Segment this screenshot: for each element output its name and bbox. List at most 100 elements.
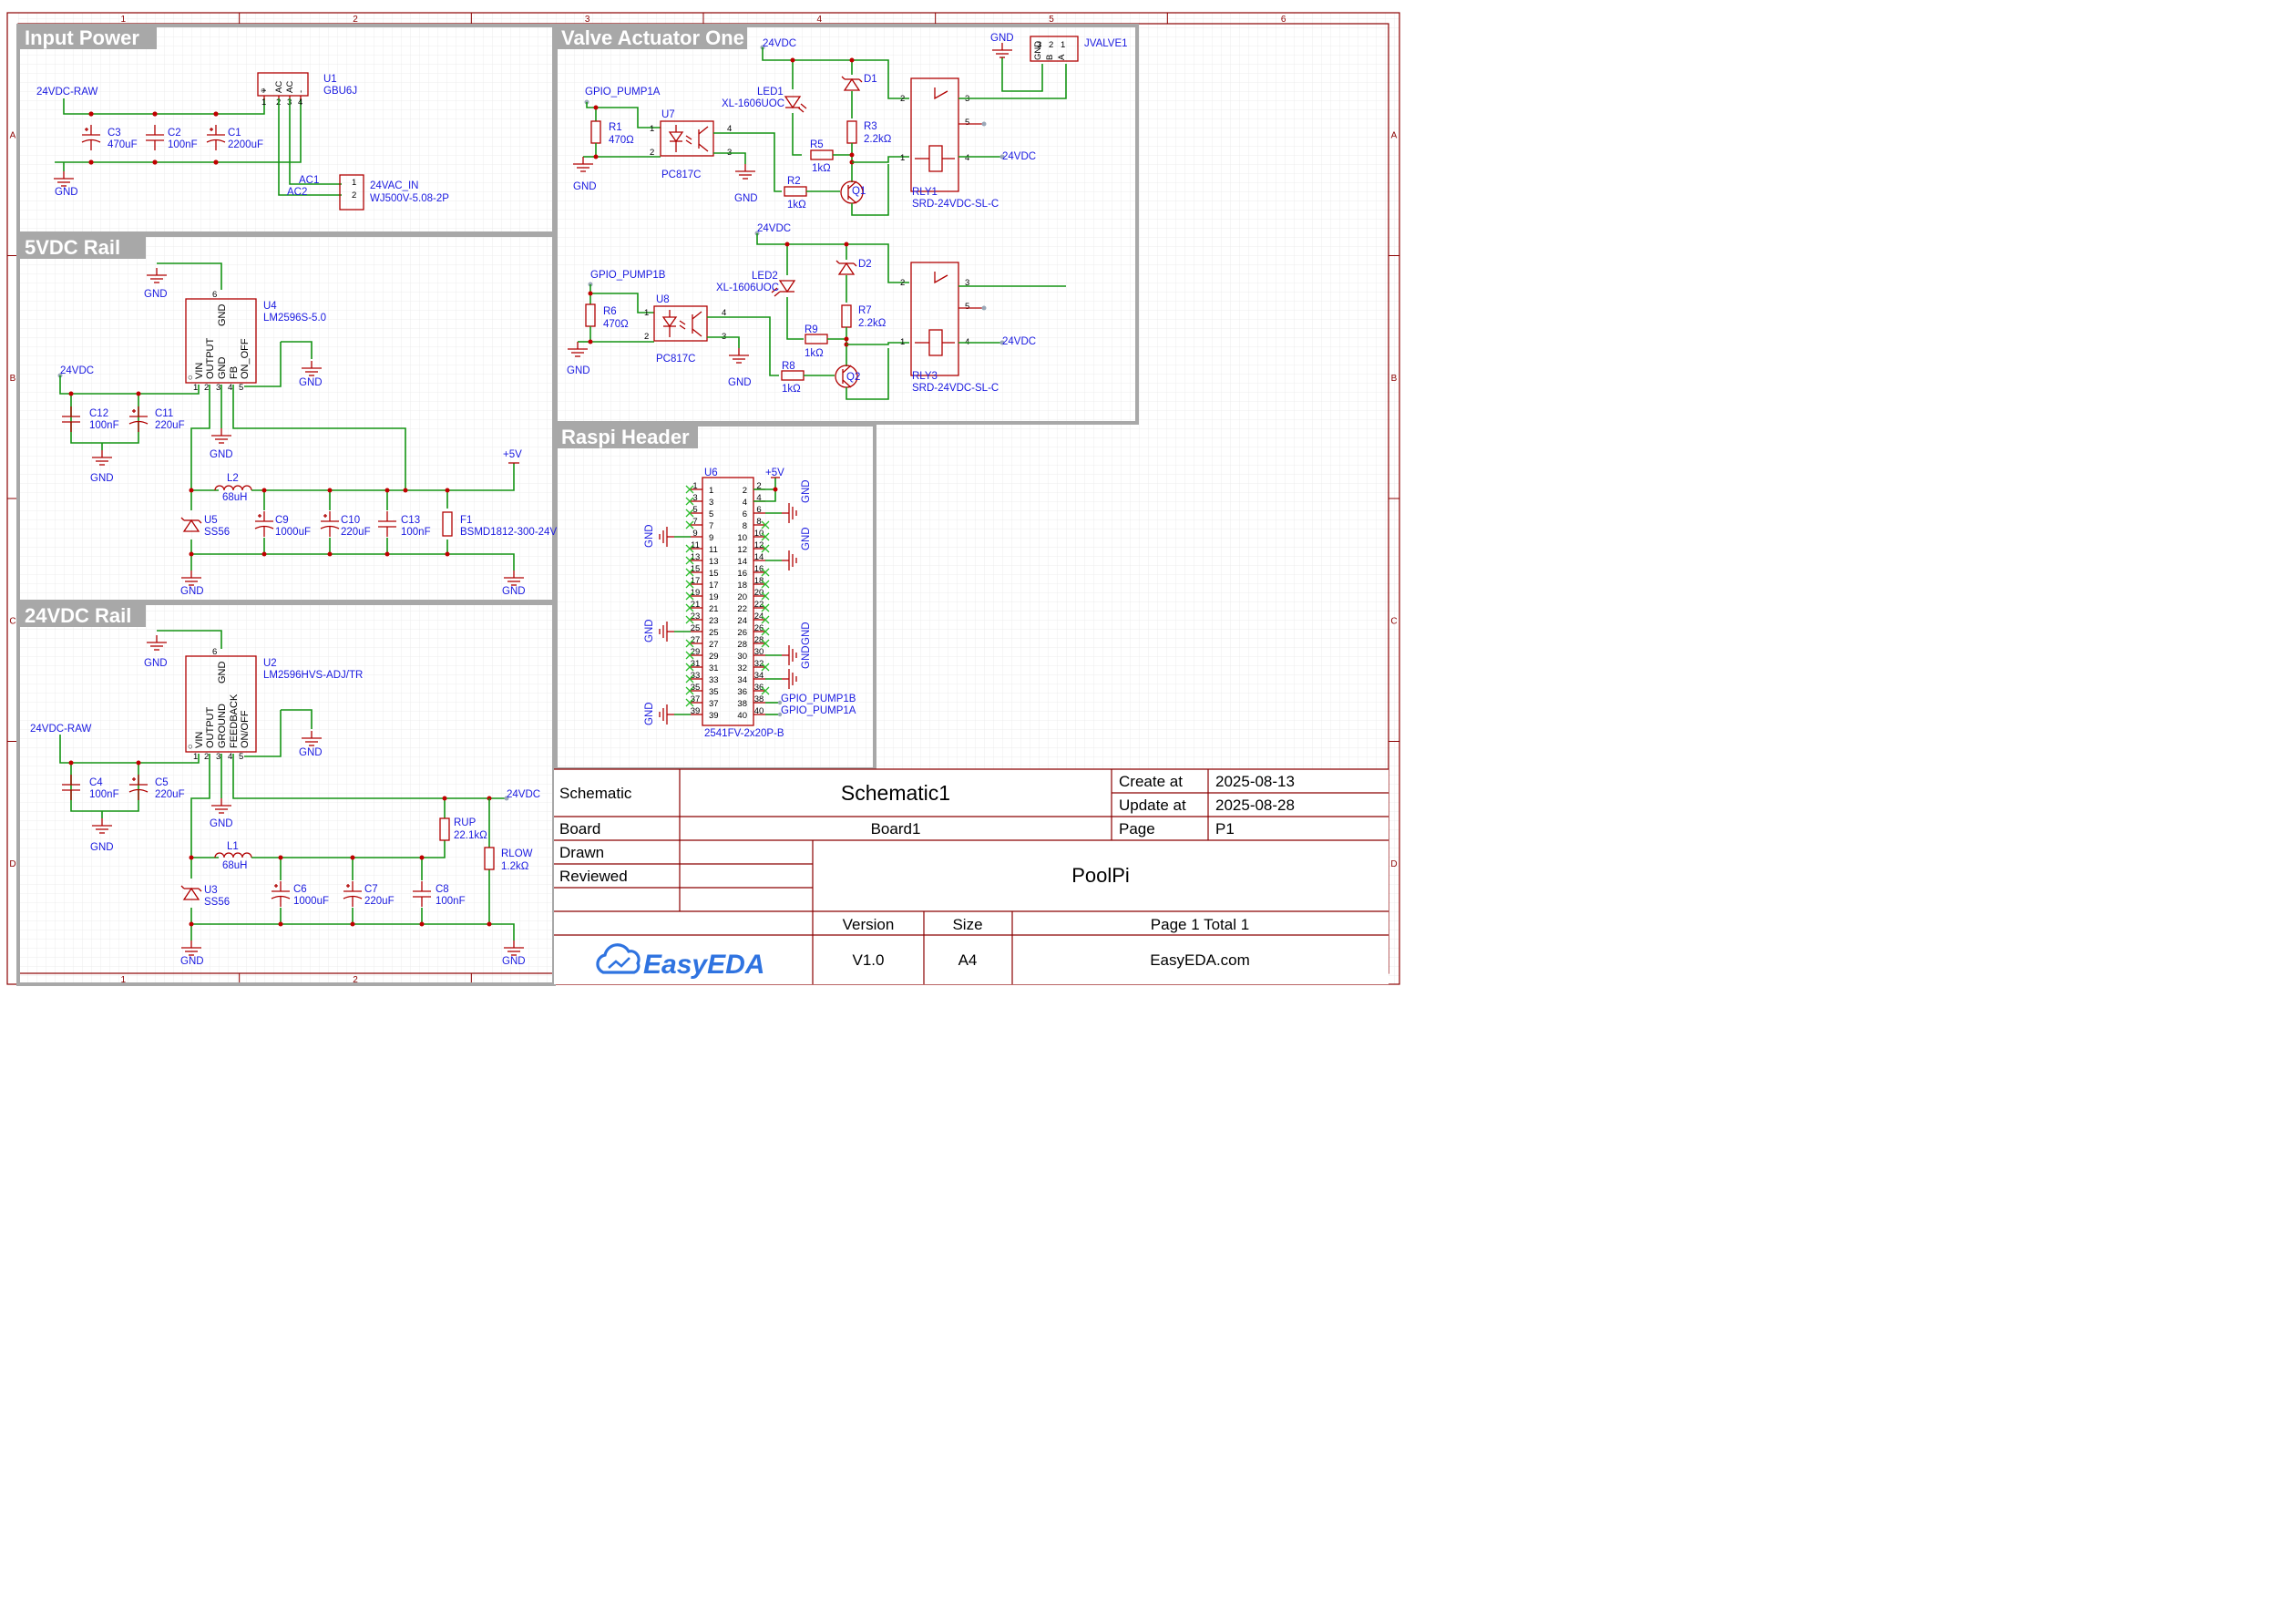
svg-text:220uF: 220uF xyxy=(341,527,371,538)
header-pin-label: 38 xyxy=(737,699,747,709)
svg-text:C5: C5 xyxy=(155,777,169,788)
schematic-label: Schematic xyxy=(559,785,632,802)
svg-text:GPIO_PUMP1B: GPIO_PUMP1B xyxy=(590,270,666,281)
header-pin-label: 16 xyxy=(737,569,747,579)
header-pin-number: 25 xyxy=(691,623,701,633)
svg-text:100nF: 100nF xyxy=(89,789,119,800)
frame-row-label: A xyxy=(10,130,16,140)
svg-text:2025-08-28: 2025-08-28 xyxy=(1215,797,1295,814)
no-connect-mark xyxy=(761,520,770,529)
frame-column-label: 2 xyxy=(353,975,358,985)
section-title-raspi-header: Raspi Header xyxy=(561,426,690,448)
jvalve-pin-name: B xyxy=(1045,55,1055,60)
no-connect-mark xyxy=(685,615,694,624)
header-pin-label: 6 xyxy=(743,509,747,519)
header-pin-label: 30 xyxy=(737,652,747,662)
frame-row-label: D xyxy=(1390,859,1397,869)
header-pin-number: 13 xyxy=(691,552,701,562)
c1-value: 2200uF xyxy=(228,139,263,150)
regulator-pin-name: FB xyxy=(229,366,240,379)
header-pin-number: 1 xyxy=(692,481,697,491)
svg-text:U7: U7 xyxy=(661,109,675,120)
svg-text:JVALVE1: JVALVE1 xyxy=(1084,38,1128,49)
header-pin-label: 19 xyxy=(709,592,719,602)
regulator-pin-number: 2 xyxy=(204,752,209,762)
svg-text:3: 3 xyxy=(965,278,969,288)
no-connect-mark xyxy=(685,663,694,672)
header-pin-label: 7 xyxy=(709,521,713,531)
svg-text:U5: U5 xyxy=(204,515,218,526)
header-pin-label: 27 xyxy=(709,640,719,650)
svg-text:R7: R7 xyxy=(858,305,872,316)
header-pin-label: 2 xyxy=(743,486,747,496)
no-connect-mark xyxy=(761,686,770,695)
header-pin-number: 16 xyxy=(754,564,764,574)
jvalve-pin-number: 2 xyxy=(1049,40,1053,50)
svg-text:A4: A4 xyxy=(958,951,978,969)
header-pin-number: 14 xyxy=(754,552,764,562)
no-connect-mark xyxy=(761,615,770,624)
svg-text:XL-1606UOC: XL-1606UOC xyxy=(722,98,784,109)
u1-pin-number: 4 xyxy=(298,98,302,108)
svg-text:Page: Page xyxy=(1119,820,1155,838)
header-pin-label: 5 xyxy=(709,509,713,519)
svg-text:GND: GND xyxy=(734,193,758,204)
regulator-pin-name: GROUND xyxy=(217,704,228,748)
header-pin-label: 21 xyxy=(709,604,719,614)
header-pin-number: 26 xyxy=(754,623,764,633)
svg-text:100nF: 100nF xyxy=(401,527,431,538)
no-connect-mark xyxy=(685,509,694,518)
svg-text:U2: U2 xyxy=(263,658,277,669)
svg-text:Update at: Update at xyxy=(1119,797,1186,814)
frame-column-label: 6 xyxy=(1281,15,1286,25)
header-pin-number: 11 xyxy=(691,540,700,550)
svg-text:GND: GND xyxy=(210,818,233,829)
regulator-pin-name: ON_OFF xyxy=(240,338,251,379)
header-pin-number: 5 xyxy=(692,505,697,515)
header-pin-number: 31 xyxy=(691,659,701,669)
header-pin-number: 18 xyxy=(754,576,764,586)
header-pin-number: 36 xyxy=(754,683,764,693)
svg-text:C8: C8 xyxy=(436,884,449,895)
regulator-pin-name: OUTPUT xyxy=(205,707,216,749)
svg-text:R8: R8 xyxy=(782,361,795,372)
svg-text:100nF: 100nF xyxy=(89,420,119,431)
section-title-24vdc-rail: 24VDC Rail xyxy=(25,604,131,627)
svg-text:24VDC: 24VDC xyxy=(1002,151,1036,162)
svg-text:U8: U8 xyxy=(656,294,670,305)
schematic-name: Schematic1 xyxy=(841,781,950,805)
svg-text:AC2: AC2 xyxy=(287,187,307,198)
svg-text:C12: C12 xyxy=(89,408,108,419)
svg-text:L2: L2 xyxy=(227,473,239,484)
svg-text:D2: D2 xyxy=(858,259,872,270)
svg-text:Create at: Create at xyxy=(1119,773,1183,790)
header-pin-label: 36 xyxy=(737,687,747,697)
regulator-pin-number: 1 xyxy=(193,383,198,393)
header-pin-label: 14 xyxy=(737,557,747,567)
svg-text:GND: GND xyxy=(990,33,1014,44)
u1-pin-name: + xyxy=(260,87,270,93)
svg-text:C10: C10 xyxy=(341,515,360,526)
svg-text:4: 4 xyxy=(727,124,732,134)
svg-text:GND: GND xyxy=(299,377,323,388)
jvalve-pin-number: 3 xyxy=(1037,40,1041,50)
header-pin-number: 30 xyxy=(754,647,764,657)
c3-value: 470uF xyxy=(108,139,138,150)
header-pin-label: 33 xyxy=(709,675,719,685)
svg-text:EasyEDA: EasyEDA xyxy=(643,950,764,980)
svg-text:LM2596HVS-ADJ/TR: LM2596HVS-ADJ/TR xyxy=(263,670,363,681)
valve-actuator-circuit: 24VDC LED1 XL-1606UOC R5 1kΩ D1 R3 2.2kΩ… xyxy=(567,33,1128,400)
regulator-pin-number: 3 xyxy=(216,383,220,393)
regulator-pin-number: 4 xyxy=(228,752,232,762)
svg-text:1: 1 xyxy=(644,308,649,318)
regulator-pin-name: GND xyxy=(217,304,228,327)
svg-text:○: ○ xyxy=(188,373,193,383)
svg-text:PC817C: PC817C xyxy=(656,354,695,365)
svg-text:AC1: AC1 xyxy=(299,175,319,186)
no-connect-mark xyxy=(761,663,770,672)
svg-text:2: 2 xyxy=(900,278,905,288)
header-pin-number: 40 xyxy=(754,706,764,716)
frame-row-label: C xyxy=(1390,616,1397,626)
svg-text:C7: C7 xyxy=(364,884,378,895)
header-pin-label: 35 xyxy=(709,687,719,697)
